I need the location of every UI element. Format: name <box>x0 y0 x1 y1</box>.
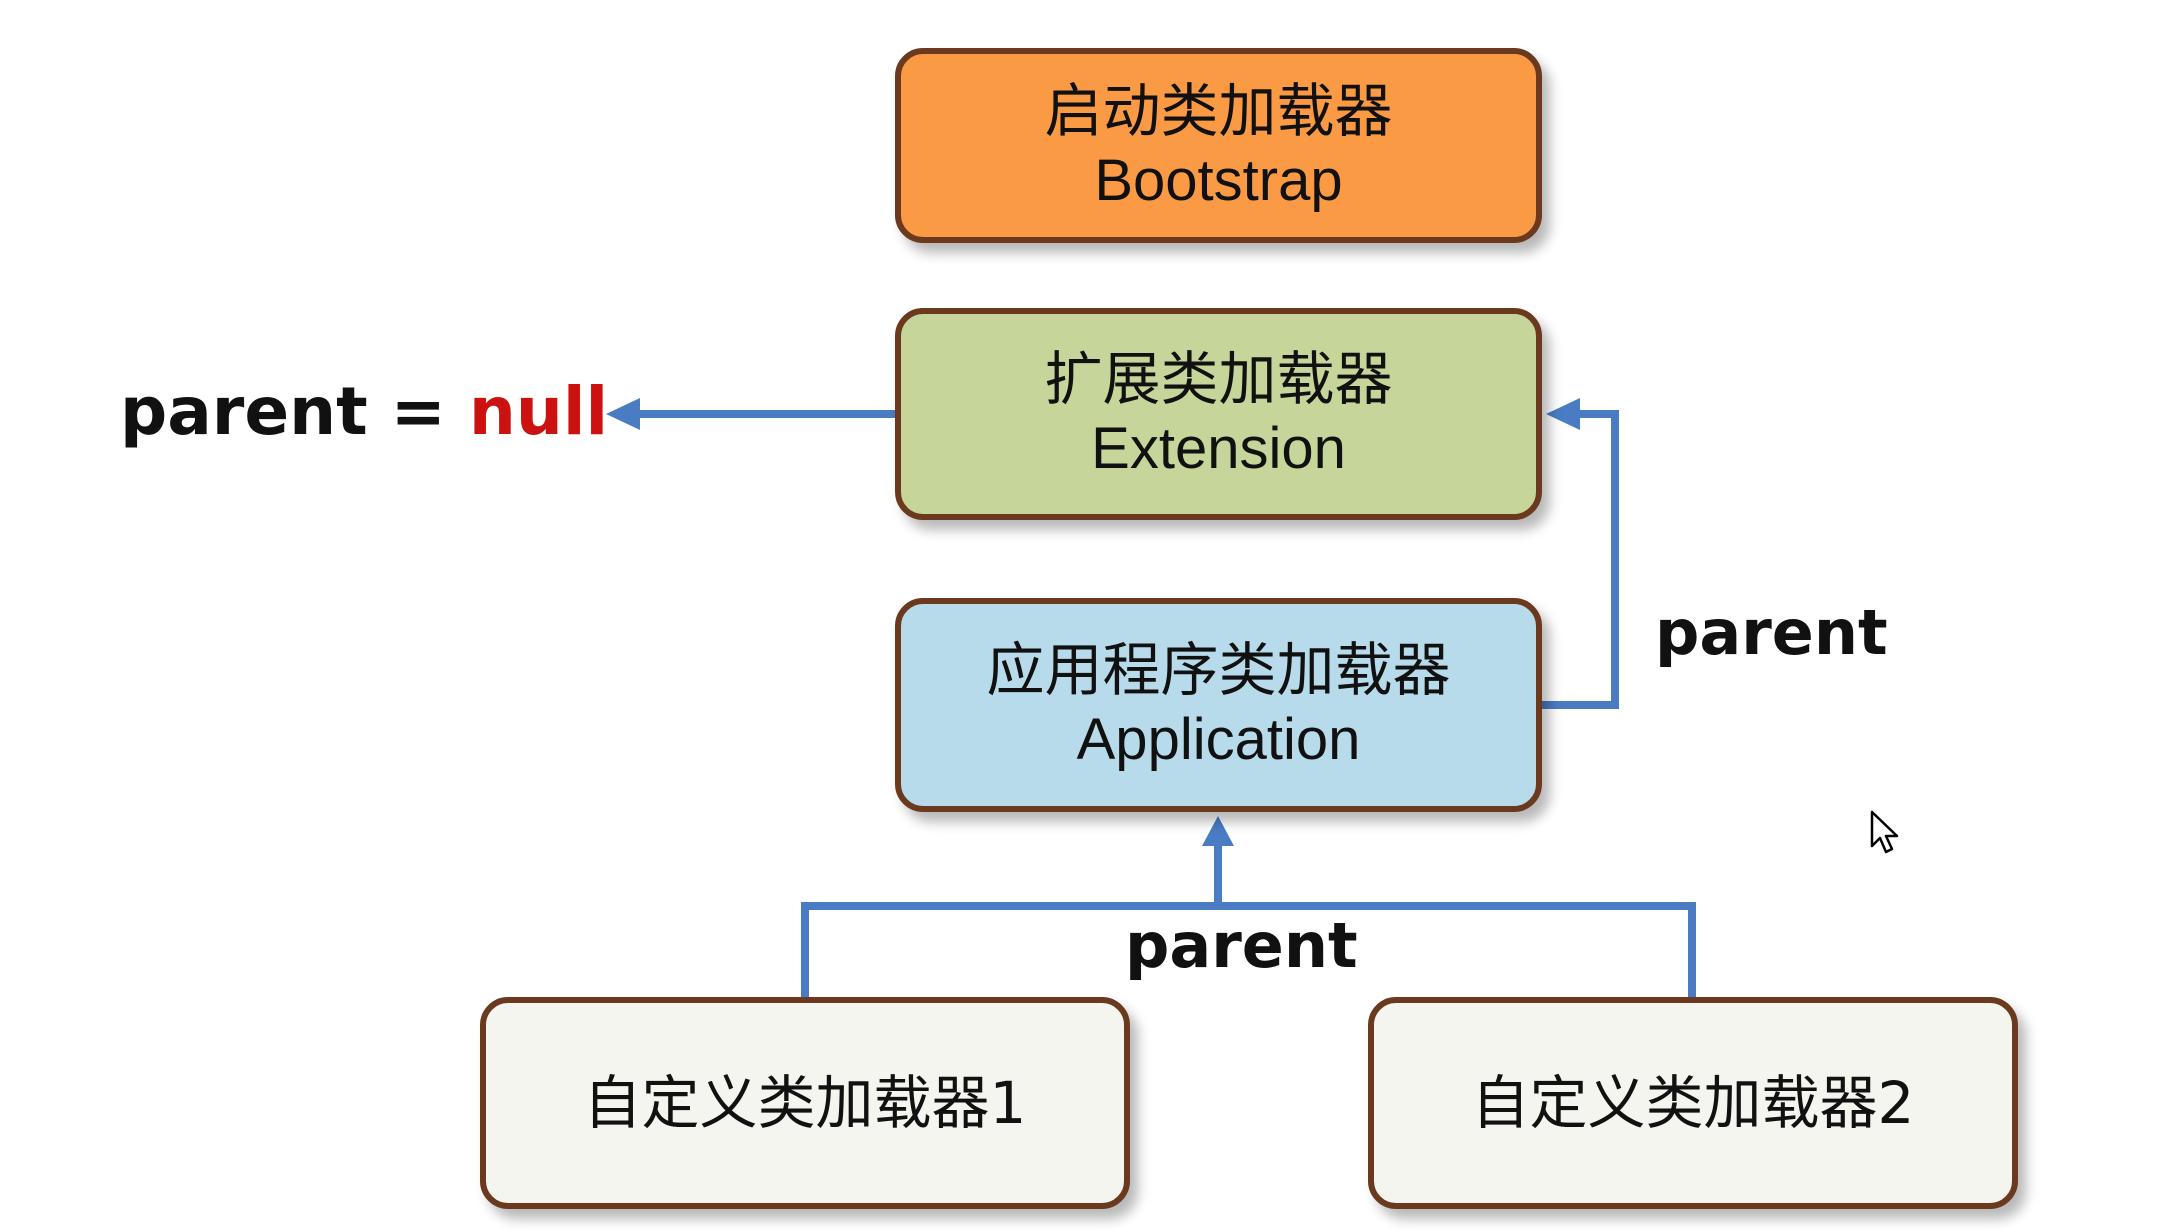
label-null-value: null <box>468 373 609 450</box>
node-application-cn-label: 应用程序类加载器 <box>986 636 1451 704</box>
edge-application-to-extension <box>1542 398 1619 709</box>
label-parent-custom-to-application: parent <box>1125 909 1358 982</box>
node-application-en-label: Application <box>1076 707 1361 772</box>
node-custom-loader-2-label: 自定义类加载器2 <box>1471 1069 1915 1137</box>
node-extension-cn-label: 扩展类加载器 <box>1044 345 1393 413</box>
node-application: 应用程序类加载器 Application <box>895 598 1542 812</box>
label-parent-null: parent = null <box>120 372 608 452</box>
node-extension-en-label: Extension <box>1091 416 1346 481</box>
node-bootstrap-cn-label: 启动类加载器 <box>1044 76 1393 145</box>
node-bootstrap: 启动类加载器 Bootstrap <box>895 48 1542 243</box>
mouse-cursor-icon <box>1870 810 1899 854</box>
node-bootstrap-en-label: Bootstrap <box>1094 147 1343 213</box>
label-parent-application-to-extension: parent <box>1655 596 1888 669</box>
edge-extension-to-null <box>606 398 895 430</box>
node-custom-loader-1: 自定义类加载器1 <box>480 997 1130 1209</box>
node-custom-loader-2: 自定义类加载器2 <box>1368 997 2018 1209</box>
label-parent-null-prefix: parent = <box>120 373 469 450</box>
node-custom-loader-1-label: 自定义类加载器1 <box>583 1069 1027 1137</box>
node-extension: 扩展类加载器 Extension <box>895 308 1542 520</box>
